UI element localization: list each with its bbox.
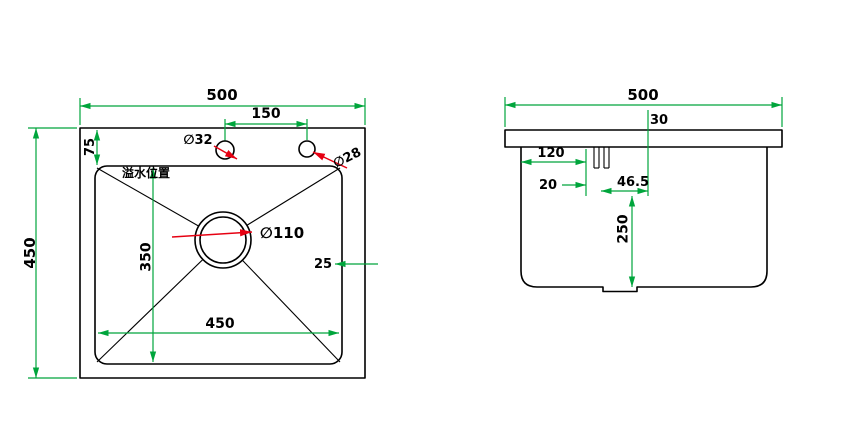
hole-offset-dim-label: 120 [537,146,564,161]
top-overall-width-label: 500 [206,86,237,104]
drain-offset-dim-label: 46.5 [617,175,649,190]
faucet-hole-2 [298,140,316,158]
corner-dim-label: 25 [314,257,332,272]
hole-spacing-label: 150 [251,106,280,122]
rim-dim-label: 30 [650,113,668,128]
sink-outer-edge [79,127,366,379]
hole2-leader-arrow [312,151,348,169]
hole1-leader-arrow [213,145,238,160]
bowl-depth-dim-label: 250 [615,214,631,243]
small-dim-label: 20 [539,178,557,193]
drain-fitting-detail [593,147,610,169]
basin-inner-depth-label: 350 [138,242,154,271]
drain-diameter-label: ∅110 [260,224,304,242]
bowl-section [520,147,768,293]
hole-edge-offset-label: 75 [83,138,98,156]
overflow-position-label: 溢水位置 [122,165,170,180]
top-overall-depth-label: 450 [21,237,39,268]
hole1-diameter-label: ∅32 [183,133,212,148]
top-view: 500 450 150 75 ∅32 ∅28 溢水位置 ∅110 350 450… [21,86,378,379]
section-view: 500 30 120 20 46.5 250 [504,86,783,293]
basin-inner-width-label: 450 [205,316,234,332]
drain-leader-arrow [171,229,253,238]
leader-arrows [171,145,348,238]
drain-inner-circle [199,216,247,264]
section-view-dimensions [504,97,783,287]
hole2-diameter-label: ∅28 [331,145,364,172]
top-view-dimensions [28,98,378,379]
rim-section [504,129,783,148]
section-overall-width-label: 500 [627,86,658,104]
